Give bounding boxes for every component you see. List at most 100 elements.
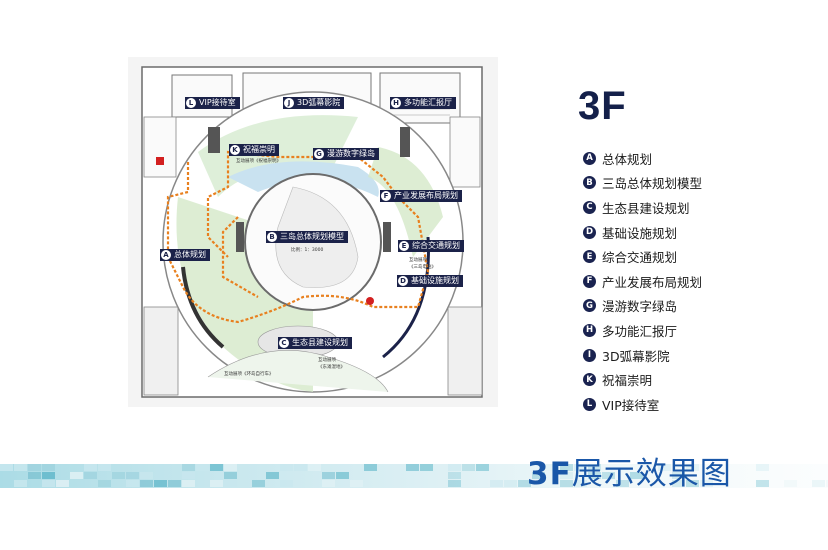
banner-tile	[756, 480, 769, 487]
banner-tile	[56, 480, 69, 487]
legend-label: 总体规划	[602, 151, 653, 167]
banner-tile	[168, 480, 181, 487]
banner-tile	[448, 464, 461, 471]
banner-tile	[266, 472, 279, 479]
banner-tile	[84, 464, 97, 471]
wall-screen-left	[181, 266, 225, 349]
legend-label: 综合交通规划	[602, 250, 678, 266]
plan-tag-l-label: VIP接待室	[199, 98, 236, 107]
legend-item: F 产业发展布局规划	[583, 269, 702, 294]
plan-tag-a-label: 总体规划	[174, 250, 206, 259]
banner-tile	[28, 472, 41, 479]
banner-tile	[350, 480, 363, 487]
banner-tile	[588, 464, 601, 471]
banner-tile	[182, 480, 195, 487]
legend-label: VIP接待室	[602, 397, 660, 413]
legend-badge: G	[583, 299, 596, 313]
legend-label: 三岛总体规划模型	[602, 176, 703, 192]
legend-item: E 综合交通规划	[583, 244, 702, 269]
banner-tiles	[0, 464, 828, 487]
legend-badge: E	[583, 250, 596, 264]
banner-tile	[42, 472, 55, 479]
banner-tile	[182, 464, 195, 471]
plan-tag-e-label: 综合交通规划	[412, 241, 460, 250]
banner-tile	[322, 472, 335, 479]
banner-tile	[504, 480, 517, 487]
legend-badge: F	[583, 274, 596, 288]
legend-item: B 三岛总体规划模型	[583, 171, 702, 196]
banner-tile	[658, 464, 671, 471]
visit-route-inner	[221, 216, 259, 298]
banner-tile	[700, 480, 713, 487]
banner-tile	[210, 464, 223, 471]
banner-tile	[84, 472, 97, 479]
banner-tile	[252, 480, 265, 487]
c-exhibit-note-1: 互动展项	[318, 358, 336, 363]
banner-tile	[518, 480, 531, 487]
banner-tile	[14, 480, 27, 487]
legend-label: 漫游数字绿岛	[602, 299, 678, 315]
banner-tile	[280, 464, 293, 471]
legend-item: D 基础设施规划	[583, 220, 702, 245]
k-exhibit-note: 互动展项《祝福崇明》	[236, 159, 281, 164]
legend-label: 产业发展布局规划	[602, 274, 703, 290]
legend-badge: K	[583, 373, 596, 387]
banner-tile	[672, 480, 685, 487]
banner-tile	[28, 464, 41, 471]
banner-tile	[406, 464, 419, 471]
banner-tile	[364, 464, 377, 471]
banner-tile	[224, 472, 237, 479]
banner-tile	[756, 464, 769, 471]
visit-route	[166, 150, 430, 324]
stair-left	[143, 116, 177, 178]
plan-tag-c-label: 生态县建设规划	[292, 338, 348, 347]
legend-badge: D	[583, 225, 596, 239]
banner-tile	[476, 464, 489, 471]
banner-tile	[784, 480, 797, 487]
banner-tile	[140, 480, 153, 487]
plan-tag-d-label: 基础设施规划	[411, 276, 459, 285]
banner-tile	[532, 472, 545, 479]
stair-right	[449, 116, 481, 188]
c-exhibit-note-3: 互动展项《环岛自行车》	[224, 372, 274, 377]
banner-tile	[588, 472, 601, 479]
banner-tile	[98, 464, 111, 471]
floor-title: 3F	[578, 84, 627, 128]
banner-tile	[826, 480, 828, 487]
legend-label: 多功能汇报厅	[602, 323, 678, 339]
banner-tile	[210, 480, 223, 487]
banner-tile	[686, 464, 699, 471]
legend-badge: B	[583, 176, 596, 190]
banner-tile	[98, 480, 111, 487]
banner-tile	[322, 480, 335, 487]
legend-label: 基础设施规划	[602, 225, 678, 241]
banner-title-text: 展示效果图	[571, 456, 732, 492]
banner-tile	[812, 480, 825, 487]
d-exhibit-note-2: 《三岛电站》	[409, 265, 436, 270]
banner-tile	[224, 464, 237, 471]
legend-badge: H	[583, 323, 596, 337]
plan-tag-j-label: 3D弧幕影院	[297, 98, 341, 107]
banner-tile	[420, 464, 433, 471]
d-exhibit-note-1: 互动展项	[409, 258, 427, 263]
plan-tag-b-label: 三岛总体规划模型	[280, 232, 344, 241]
banner-tile	[224, 480, 237, 487]
legend-item: G 漫游数字绿岛	[583, 294, 702, 319]
green-zone-right	[368, 147, 443, 257]
banner-tile	[560, 480, 573, 487]
banner-tile	[616, 480, 629, 487]
banner-tile	[630, 472, 643, 479]
banner-tile	[574, 480, 587, 487]
banner-title-floor: 3F	[527, 456, 572, 492]
